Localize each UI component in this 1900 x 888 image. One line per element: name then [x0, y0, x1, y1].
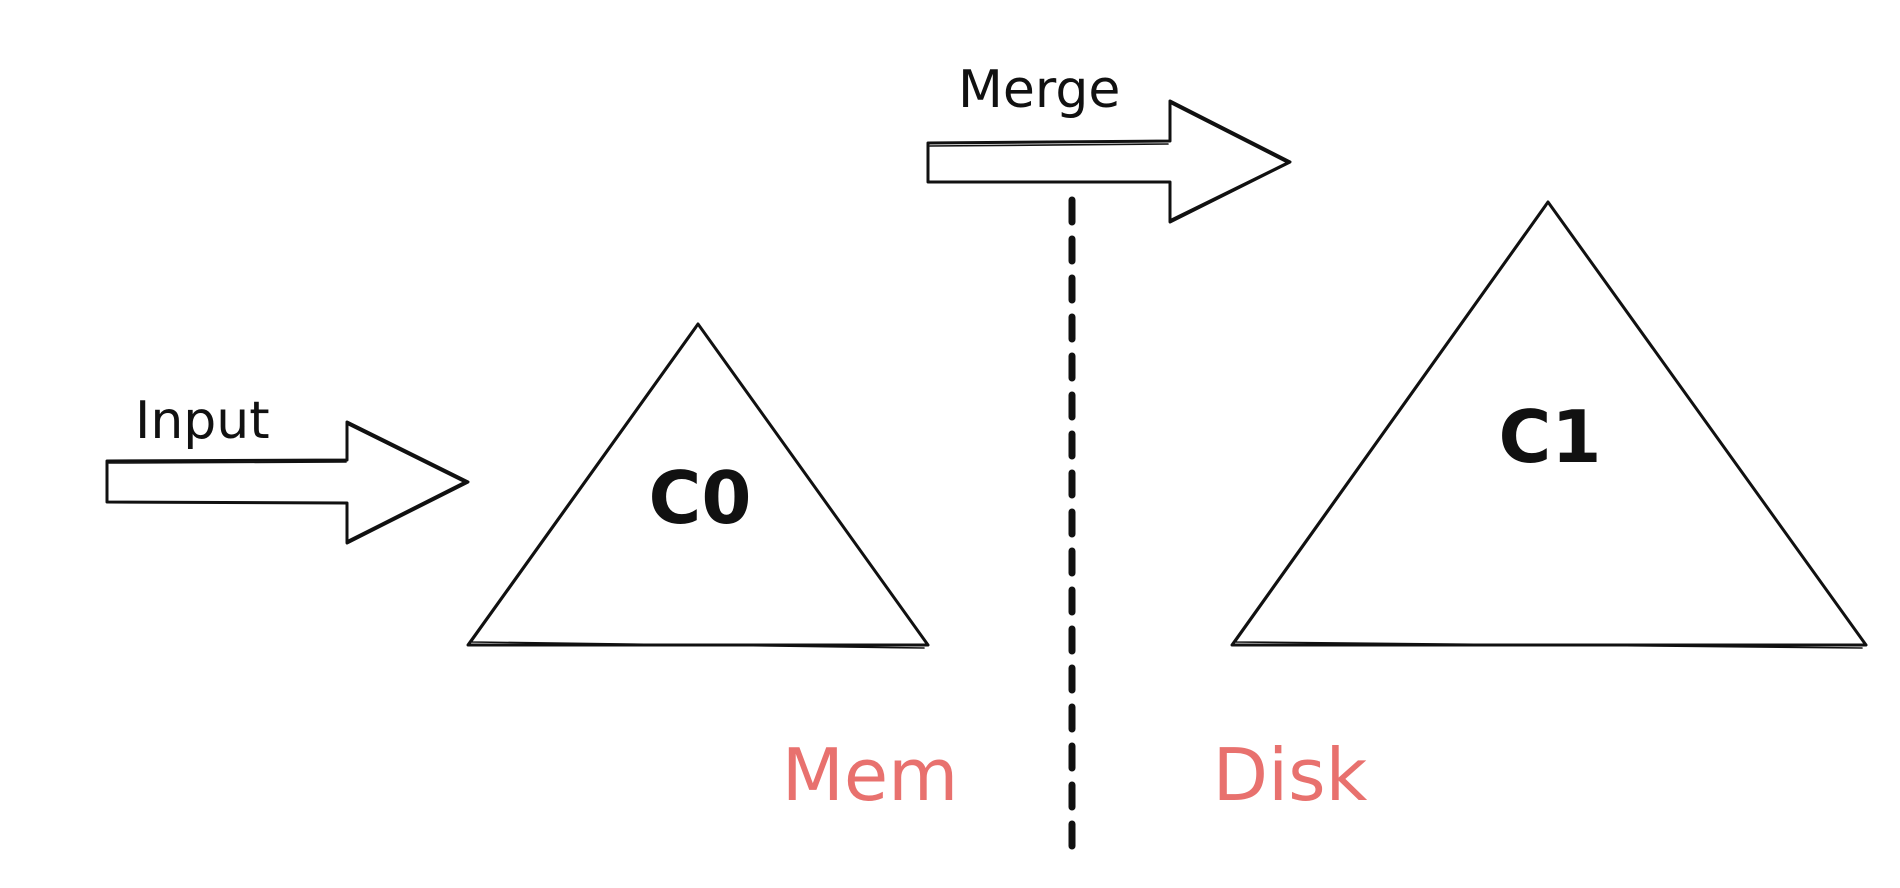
c0-label: C0 [649, 456, 752, 540]
c1-triangle [1230, 200, 1868, 649]
input-arrow-shape [105, 420, 470, 545]
c1-triangle-sketch-line [1235, 204, 1865, 649]
input-arrow-label: Input [135, 391, 270, 451]
input-arrow [105, 420, 470, 545]
c0-triangle [466, 322, 930, 649]
c1-label: C1 [1499, 395, 1602, 479]
input-arrow-sketch-line [108, 424, 465, 541]
merge-arrow-shape [926, 99, 1292, 224]
disk-region-label: Disk [1213, 733, 1368, 817]
mem-region-label: Mem [782, 733, 959, 817]
c0-triangle-sketch-line [471, 326, 927, 649]
merge-arrow-label: Merge [958, 60, 1120, 120]
merge-arrow [926, 99, 1292, 224]
merge-arrow-sketch-line [929, 103, 1287, 220]
